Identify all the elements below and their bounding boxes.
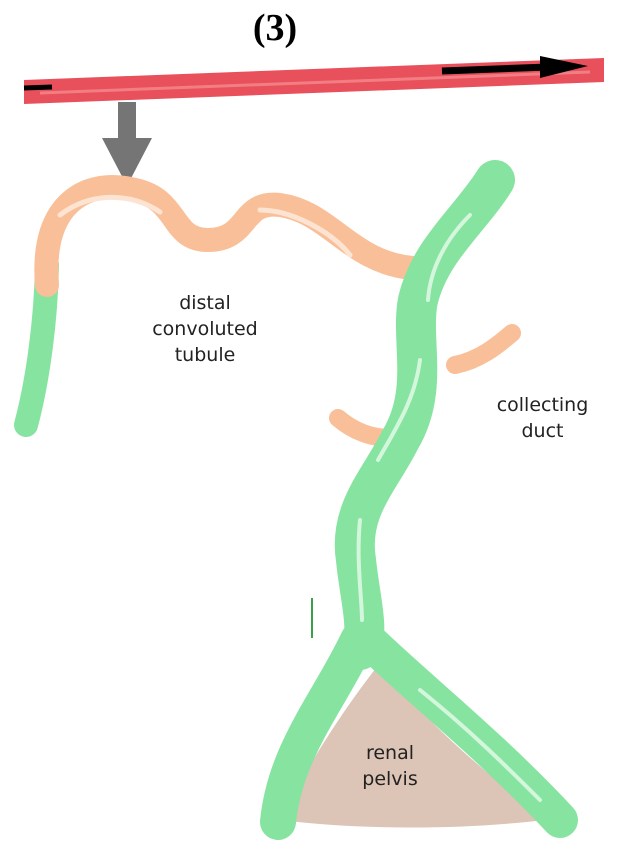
- distal-convoluted-tubule: [46, 187, 412, 285]
- secretion-arrow: [102, 102, 152, 186]
- distal-tubule-label-line-1: distal: [120, 290, 290, 316]
- tubule-branch-right: [455, 333, 512, 365]
- renal-pelvis-label-line-1: renal: [335, 740, 445, 766]
- renal-pelvis-label-line-2: pelvis: [335, 766, 445, 792]
- distal-tubule-label: distal convoluted tubule: [120, 290, 290, 368]
- renal-pelvis-label: renal pelvis: [335, 740, 445, 792]
- distal-tubule-label-line-2: convoluted: [120, 316, 290, 342]
- collecting-duct-label-line-2: duct: [470, 418, 615, 444]
- panel-number: (3): [0, 6, 550, 50]
- collecting-duct-label: collecting duct: [470, 392, 615, 444]
- collecting-duct-label-line-1: collecting: [470, 392, 615, 418]
- distal-tubule-label-line-3: tubule: [120, 342, 290, 368]
